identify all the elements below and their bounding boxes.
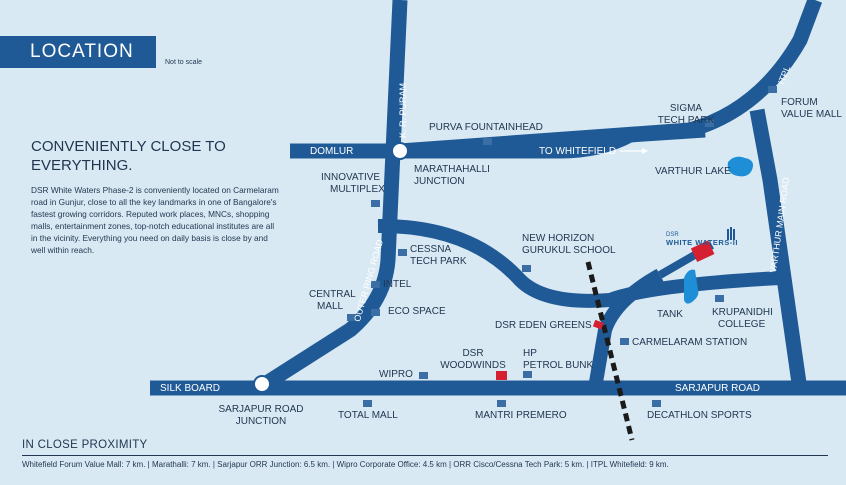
mantri-marker <box>497 400 506 407</box>
to-whitefield-label: TO WHITEFIELD <box>539 146 617 157</box>
forum-label-2: VALUE MALL <box>781 109 842 120</box>
silk-board-label: SILK BOARD <box>160 383 221 394</box>
forum-marker <box>768 86 777 93</box>
project-building-icon <box>727 227 735 240</box>
wipro-label: WIPRO <box>379 369 413 380</box>
wipro-marker <box>419 372 428 379</box>
page-title: LOCATION <box>0 36 156 68</box>
sarjapur-junction-label-2: JUNCTION <box>235 416 287 427</box>
krupanidhi-label-1: KRUPANIDHI <box>712 307 773 318</box>
forum-label-1: FORUM <box>781 97 818 108</box>
project-label: DSR WHITE WATERS-II <box>666 232 738 248</box>
cessna-road <box>377 218 781 308</box>
proximity-list: Whitefield Forum Value Mall: 7 km. | Mar… <box>22 460 669 469</box>
sarjapur-road-label: SARJAPUR ROAD <box>675 383 761 394</box>
sigma-label-2: TECH PARK <box>657 115 715 126</box>
new-horizon-label-2: GURUKUL SCHOOL <box>522 245 616 256</box>
dsr-woodwinds-label-2: WOODWINDS <box>440 360 506 371</box>
dsr-woodwinds-marker <box>496 371 507 380</box>
decathlon-marker <box>652 400 661 407</box>
eco-space-label: ECO SPACE <box>388 306 446 317</box>
mantri-label: MANTRI PREMERO <box>475 410 567 421</box>
purva-label: PURVA FOUNTAINHEAD <box>429 122 543 133</box>
sigma-label-1: SIGMA <box>669 103 703 114</box>
sigma-marker <box>705 120 714 127</box>
marathahalli-label-1: MARATHAHALLI <box>414 164 490 175</box>
marathahalli-label-2: JUNCTION <box>414 176 465 187</box>
total-mall-label: TOTAL MALL <box>338 410 398 421</box>
varthur-lake-icon <box>727 156 754 177</box>
hp-label-1: HP <box>523 348 537 359</box>
varthur-main-road <box>749 108 808 392</box>
intro-body: DSR White Waters Phase-2 is conveniently… <box>31 185 279 255</box>
intel-marker <box>371 281 380 288</box>
railway-line <box>585 261 635 441</box>
central-label-1: CENTRAL <box>309 289 356 300</box>
dsr-eden-label: DSR EDEN GREENS <box>495 320 592 331</box>
tank-icon <box>684 269 699 304</box>
purva-marker <box>483 138 492 145</box>
project-name: WHITE WATERS-II <box>666 238 738 247</box>
cessna-label-1: CESSNA <box>410 244 452 255</box>
proximity-divider <box>22 455 828 456</box>
outer-ring-road <box>257 0 408 393</box>
innovative-label-2: MULTIPLEX <box>330 184 385 195</box>
marathahalli-junction-icon <box>391 142 409 160</box>
intel-label: INTEL <box>383 279 412 290</box>
project-marker <box>690 240 715 263</box>
domlur-label: DOMLUR <box>310 146 354 157</box>
central-mall-marker <box>347 314 356 321</box>
innovative-label-1: INNOVATIVE <box>321 172 381 183</box>
kr-puram-label: K. R. PURAM <box>398 82 408 138</box>
varthur-lake-label: VARTHUR LAKE <box>655 166 731 177</box>
carmelaram-label: CARMELARAM STATION <box>632 337 748 348</box>
cessna-label-2: TECH PARK <box>410 256 467 267</box>
sarjapur-junction-label-1: SARJAPUR ROAD <box>218 404 304 415</box>
sarjapur-junction-icon <box>253 375 271 393</box>
hp-label-2: PETROL BUNK <box>523 360 594 371</box>
intro-heading: CONVENIENTLY CLOSE TO EVERYTHING. <box>31 138 226 174</box>
project-brand: DSR <box>666 232 679 238</box>
decathlon-label: DECATHLON SPORTS <box>647 410 752 421</box>
dsr-woodwinds-label-1: DSR <box>462 348 484 359</box>
proximity-heading: IN CLOSE PROXIMITY <box>22 439 148 451</box>
krupanidhi-label-2: COLLEGE <box>718 319 766 330</box>
dsr-eden-marker <box>592 319 604 330</box>
krupanidhi-marker <box>715 295 724 302</box>
eco-space-marker <box>371 309 380 316</box>
tank-label: TANK <box>657 309 683 320</box>
cessna-marker <box>398 249 407 256</box>
carmelaram-marker <box>620 338 629 345</box>
new-horizon-marker <box>522 265 531 272</box>
itpl-road <box>399 0 823 159</box>
new-horizon-label-1: NEW HORIZON <box>522 233 595 244</box>
innovative-marker <box>371 200 380 207</box>
hp-marker <box>523 371 532 378</box>
scale-note: Not to scale <box>165 59 202 66</box>
total-mall-marker <box>363 400 372 407</box>
central-label-2: MALL <box>317 301 344 312</box>
